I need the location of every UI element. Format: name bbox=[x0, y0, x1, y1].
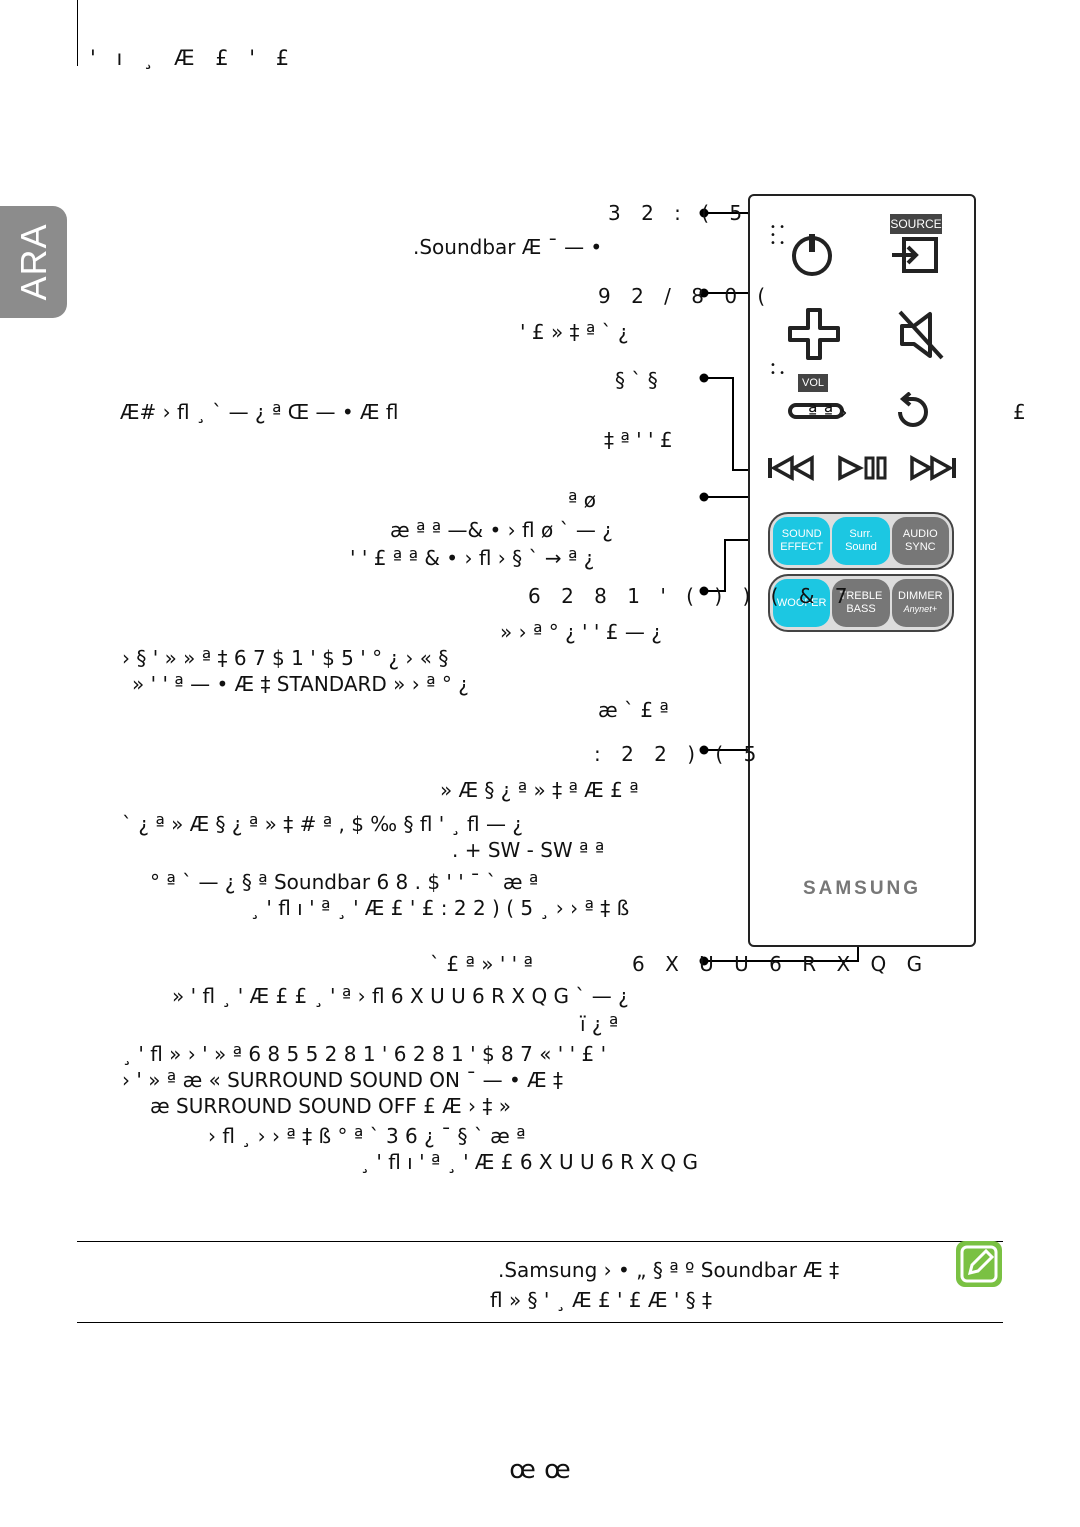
previous-icon bbox=[766, 454, 816, 486]
power-description: .Soundbar Æ ¯ — • bbox=[413, 235, 603, 259]
mute-description-far-right: £ bbox=[1013, 400, 1026, 424]
bullet-volume bbox=[699, 288, 709, 298]
power-heading: 3 2 : ( 5 bbox=[608, 201, 750, 225]
audio-sync-button: AUDIO SYNC bbox=[891, 517, 949, 565]
bullet-sound-effect bbox=[699, 586, 709, 596]
bullet-surround bbox=[699, 956, 709, 966]
mute-icon bbox=[896, 308, 946, 366]
note-top-rule bbox=[77, 1241, 1003, 1242]
dimmer-label: DIMMER bbox=[898, 590, 943, 602]
surround-desc-7: ¸ ' fl ı ' ª ¸ ' Æ £ 6 X U U 6 R X Q G bbox=[360, 1150, 698, 1174]
bullet-power bbox=[699, 208, 709, 218]
play-description-2: ' ' £ ª ª & • › fl › § ` → ª ¿ bbox=[350, 546, 595, 570]
sound-effect-desc-3: » ' ' ª — • Æ ‡ STANDARD » › ª ° ¿ bbox=[132, 672, 469, 696]
sound-effect-desc-2: › § ' » » ª ‡ 6 7 $ 1 ' $ 5 ' ° ¿ › « § bbox=[122, 646, 449, 670]
sound-effect-heading: 6 2 8 1 ' ( ) ) ( & 7 bbox=[528, 584, 855, 608]
woofer-button: WOOFER bbox=[773, 579, 831, 627]
vol-label: VOL bbox=[798, 374, 828, 392]
mute-description-right: ª ª › bbox=[808, 400, 848, 424]
woofer-heading: : 2 2 ) ( 5 bbox=[594, 742, 764, 766]
bullet-woofer bbox=[699, 745, 709, 755]
mute-description-2: ‡ ª ' ' £ bbox=[604, 428, 673, 452]
sound-effect-desc-4: æ ` £ ª bbox=[598, 698, 669, 722]
surround-intro: ` £ ª » ' ' ª bbox=[430, 952, 533, 976]
samsung-logo: SAMSUNG bbox=[802, 878, 922, 899]
repeat-icon bbox=[890, 391, 936, 436]
source-icon bbox=[890, 236, 940, 278]
header-rule bbox=[77, 0, 78, 66]
indicator-dots-vol: •• • bbox=[770, 360, 785, 379]
anynet-label: Anynet+ bbox=[903, 604, 937, 614]
woofer-desc-5: ¸ ' fl ı ' ª ¸ ' Æ £ ' £ : 2 2 ) ( 5 ¸ ›… bbox=[250, 896, 630, 920]
power-icon bbox=[788, 230, 836, 282]
next-icon bbox=[908, 454, 958, 486]
woofer-desc-4: ° ª ` — ¿ § ª Soundbar 6 8 . $ ' ' ¯ ` æ… bbox=[150, 870, 539, 894]
volume-heading: 9 2 / 8 0 ( bbox=[598, 284, 773, 308]
surround-desc-1: » ' fl ¸ ' Æ £ £ ¸ ' ª › fl 6 X U U 6 R … bbox=[172, 984, 629, 1008]
source-label: SOURCE bbox=[890, 214, 942, 234]
mute-heading: § ` § bbox=[615, 368, 658, 392]
surround-heading: 6 X U U 6 R X Q G bbox=[632, 952, 930, 976]
woofer-button-row: WOOFER TREBLE BASS DIMMER Anynet+ bbox=[768, 574, 954, 632]
sound-effect-desc-1: » › ª ° ¿ ' ' £ — ¿ bbox=[500, 620, 662, 644]
volume-down-icon bbox=[788, 402, 844, 424]
bullet-mute bbox=[699, 373, 709, 383]
page-header: ' ı ¸ Æ £ ' £ bbox=[90, 46, 297, 70]
page-number: œ œ bbox=[509, 1455, 571, 1485]
play-heading: ª ø bbox=[568, 488, 597, 512]
surround-desc-2: ï ¿ ª bbox=[580, 1012, 619, 1036]
volume-up-icon bbox=[786, 306, 842, 366]
effect-button-row: SOUND EFFECT Surr. Sound AUDIO SYNC bbox=[768, 512, 954, 570]
sound-effect-button: SOUND EFFECT bbox=[773, 517, 831, 565]
mute-description-1: Æ# › fl ¸ ` — ¿ ª Œ — • Æ fl bbox=[120, 400, 399, 424]
surround-desc-5: æ SURROUND SOUND OFF £ Æ › ‡ » bbox=[150, 1094, 511, 1118]
play-description-1: æ ª ª —& • › fl ø ` — ¿ bbox=[390, 518, 613, 542]
play-pause-icon bbox=[836, 454, 890, 486]
note-line-1: .Samsung › • „ § ª º Soundbar Æ ‡ bbox=[498, 1258, 840, 1282]
surr-sound-button: Surr. Sound bbox=[832, 517, 890, 565]
dimmer-button: DIMMER Anynet+ bbox=[891, 579, 949, 627]
note-bottom-rule bbox=[77, 1322, 1003, 1323]
volume-description: ' £ » ‡ ª ` ¿ bbox=[520, 320, 629, 344]
surround-desc-6: › fl ¸ › › ª ‡ ß ° ª ` 3 6 ¿ ¯ § ` æ ª bbox=[208, 1124, 526, 1148]
surround-desc-3: ¸ ' fl » › ' » ª 6 8 5 5 2 8 1 ' 6 2 8 1… bbox=[122, 1042, 607, 1066]
woofer-desc-1: » Æ § ¿ ª » ‡ ª Æ £ ª bbox=[440, 778, 639, 802]
woofer-desc-3: . + SW - SW ª ª bbox=[452, 838, 605, 862]
remote-control: • ••• • SOURCE •• • VOL SOUND EFFECT Sur… bbox=[748, 194, 976, 947]
note-pencil-icon bbox=[956, 1241, 1002, 1287]
bullet-play bbox=[699, 492, 709, 502]
woofer-desc-2: ` ¿ ª » Æ § ¿ ª » ‡ # ª , $ ‰ § fl ' ¸ f… bbox=[122, 812, 523, 836]
treble-bass-button: TREBLE BASS bbox=[832, 579, 890, 627]
language-tab: ARA bbox=[0, 206, 67, 318]
surround-desc-4: › ' » ª æ « SURROUND SOUND ON ¯ — • Æ ‡ bbox=[122, 1068, 563, 1092]
note-line-2: fl » § ' ¸ Æ £ ' £ Æ ' § ‡ bbox=[490, 1288, 713, 1312]
indicator-dots-top: • ••• • bbox=[770, 222, 785, 249]
